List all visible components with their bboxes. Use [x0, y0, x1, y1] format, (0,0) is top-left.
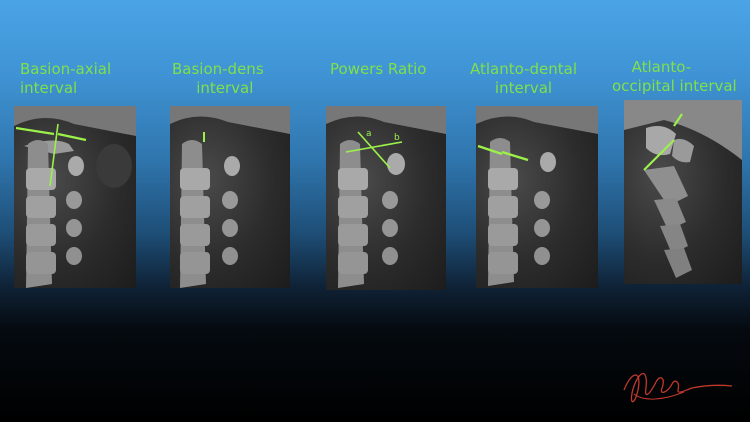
label-line-2: interval [196, 79, 254, 97]
ct-image-powers-ratio: a b [326, 106, 446, 290]
ct-image-atlanto-dental [476, 106, 598, 288]
label-basion-axial-interval: Basion-axial interval [20, 60, 111, 98]
annotation-a: a [366, 129, 372, 139]
label-line-1: Atlanto- [631, 58, 692, 76]
label-line-2: interval [20, 79, 78, 97]
label-line-2: interval [494, 79, 553, 97]
label-atlanto-dental-interval: Atlanto-dental interval [470, 60, 577, 98]
label-line-1: Basion-axial [20, 60, 112, 78]
ct-image-basion-dens [170, 106, 290, 288]
label-powers-ratio: Powers Ratio [330, 60, 426, 79]
label-line-2: occipital interval [612, 77, 737, 95]
ct-image-atlanto-occipital [624, 100, 742, 284]
label-basion-dens-interval: Basion-dens interval [172, 60, 264, 98]
label-line-1: Powers Ratio [330, 60, 427, 78]
ct-image-basion-axial [14, 106, 136, 288]
annotation-b: b [394, 133, 400, 143]
label-line-1: Atlanto-dental [470, 60, 577, 78]
label-atlanto-occipital-interval: Atlanto- occipital interval [612, 58, 737, 96]
label-line-1: Basion-dens [172, 60, 264, 78]
signature-logo [620, 360, 740, 414]
